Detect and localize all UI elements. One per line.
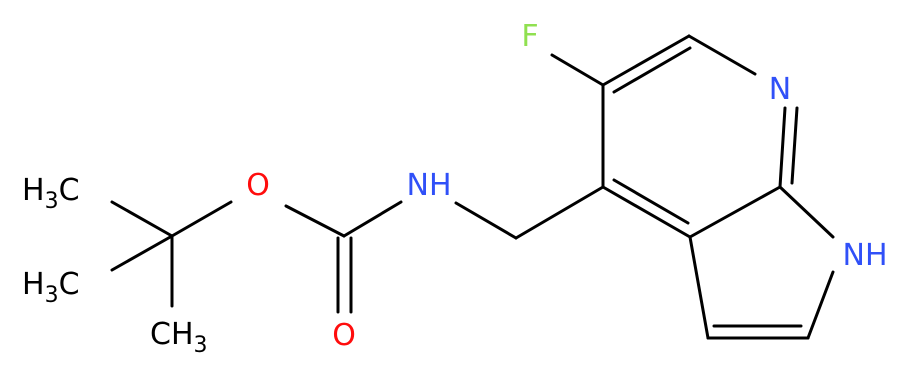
bond-c5-c6 [601,34,691,87]
methyl-bottom-count: 3 [194,333,208,358]
methyl-mid-h: H [22,267,45,302]
bond-c5-f [550,53,605,87]
bond-cq-me-mid [110,234,174,272]
atom-carbonyl-o: O [332,318,356,353]
methyl-top-c: C [59,173,80,208]
methyl-mid-label: H3C [22,267,80,308]
bond-c5-c6-inner [612,46,692,94]
bond-n7-c7a-b [790,106,799,185]
atom-pyrrole-nh: NH [843,238,888,273]
bond-c3a-c4 [601,185,692,239]
methyl-top-h: H [22,173,45,208]
atom-ester-o: O [246,168,270,203]
bond-carbonyl-c-nh [342,200,403,238]
bond-cq-o-ester [170,200,233,238]
atom-carbamate-nh: NH [407,168,452,203]
bond-o-ester-carbonyl-c [284,204,346,238]
methyl-bottom-label: CH3 [150,317,208,358]
methyl-mid-count: 3 [45,283,59,308]
bond-n1-c2 [806,270,835,340]
bond-cq-me-top [110,200,174,238]
bond-ch2-ring [514,185,605,240]
atom-fluorine: F [521,19,538,54]
bond-n7-c7a-a [778,106,787,189]
atom-pyridine-n: N [769,72,791,107]
atom-labels: F N NH NH O O H3C H3C CH3 [22,19,888,358]
bonds [110,34,835,340]
methyl-bottom-ch: CH [150,317,194,352]
bond-c6-n7 [687,34,757,76]
methyl-top-count: 3 [45,189,59,214]
bond-c7a-c3a [688,185,782,239]
bond-c3-c3a [688,235,710,340]
bond-c7a-n1 [778,185,835,239]
methyl-mid-c: C [59,267,80,302]
bond-nh-ch2 [454,201,518,240]
bond-c3a-c4-inner [612,178,690,225]
methyl-top-label: H3C [22,173,80,214]
